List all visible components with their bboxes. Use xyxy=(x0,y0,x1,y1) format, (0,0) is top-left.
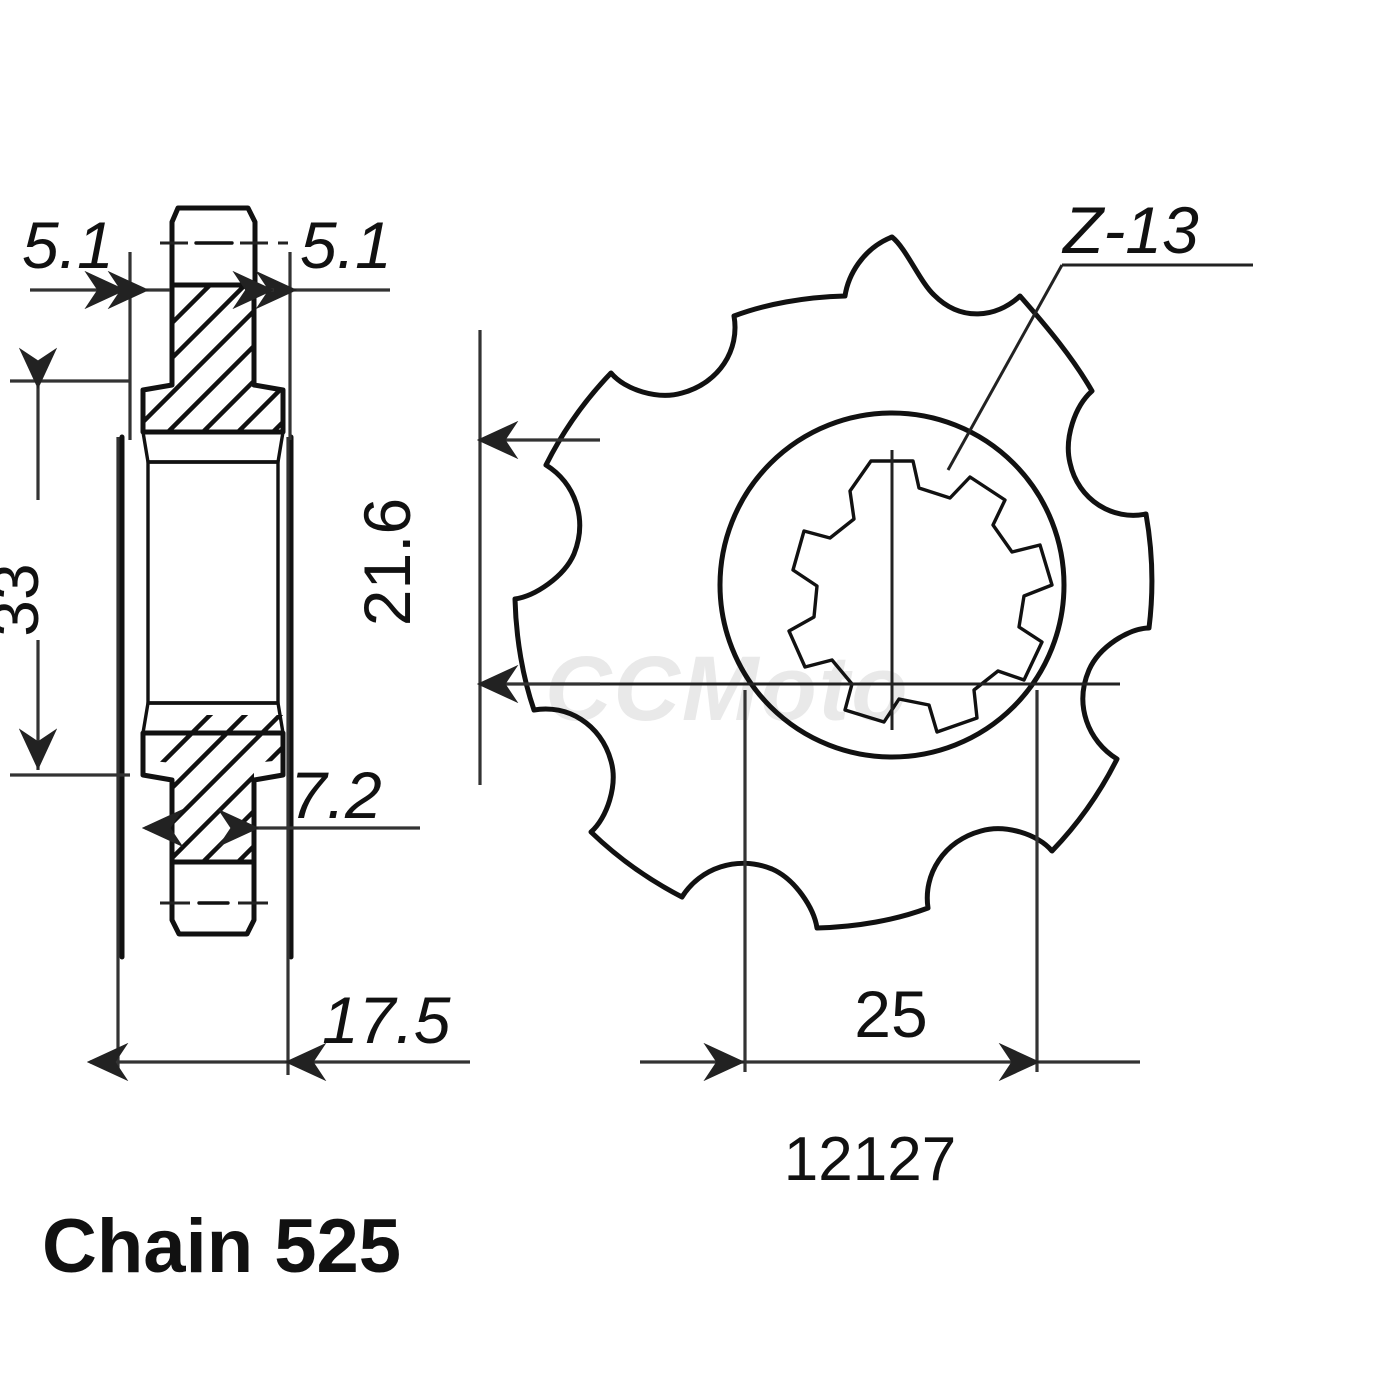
z13-label: Z-13 xyxy=(1061,193,1199,267)
dim-label-17-5: 17.5 xyxy=(322,983,451,1057)
dimension-33: 33 xyxy=(0,347,130,777)
sprocket-spline-bore xyxy=(787,459,1054,734)
dimension-7-2: 7.2 xyxy=(141,758,420,848)
dim-label-33: 33 xyxy=(0,563,52,636)
sprocket-outer-teeth xyxy=(512,234,1155,931)
dim-label-5-1-right: 5.1 xyxy=(300,208,392,282)
section-bottom-tooth xyxy=(169,859,257,937)
sprocket-hub-circle xyxy=(717,410,1067,760)
dimension-25: 25 xyxy=(640,690,1140,1082)
chain-label: Chain 525 xyxy=(42,1204,401,1289)
dimension-21-6: 21.6 xyxy=(350,330,600,785)
z13-leader-line xyxy=(946,264,1064,471)
dimension-5-1-right: 5.1 xyxy=(232,208,392,440)
part-number-label: 12127 xyxy=(784,1125,956,1194)
watermark-ccmoto: CCMoto xyxy=(545,638,910,740)
sprocket-face-view: Z-13 21.6 25 12127 xyxy=(350,193,1253,1194)
dimension-17-5: 17.5 xyxy=(86,437,470,1082)
dimension-5-1-left: 5.1 xyxy=(22,208,170,440)
dim-label-25: 25 xyxy=(854,977,927,1051)
dim-label-5-1-left: 5.1 xyxy=(22,208,114,282)
teeth-callout-z13: Z-13 xyxy=(946,193,1253,471)
cross-section-view: 5.1 5.1 33 7.2 xyxy=(0,205,470,1289)
watermark-text: CCMoto xyxy=(545,638,910,740)
dim-label-21-6: 21.6 xyxy=(350,498,424,626)
dim-label-7-2: 7.2 xyxy=(290,758,382,832)
